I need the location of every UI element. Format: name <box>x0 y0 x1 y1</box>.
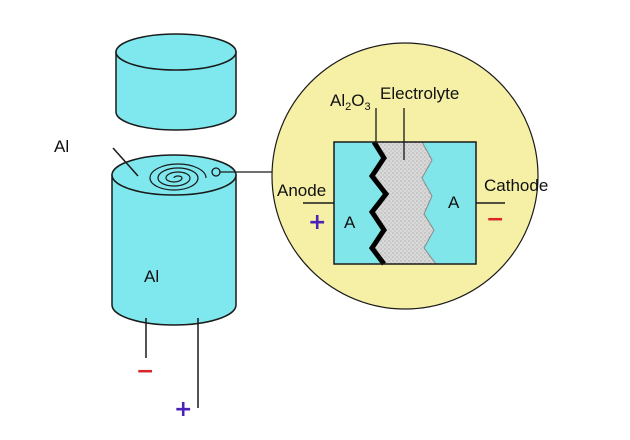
anode-plus-sign: + <box>308 210 326 235</box>
lid <box>115 33 237 131</box>
lead-minus-sign: − <box>136 359 154 384</box>
can-body <box>111 154 237 326</box>
spiral-winding <box>149 163 207 191</box>
cathode-boundary <box>421 141 437 265</box>
cathode-a-label: A <box>448 193 460 212</box>
electrolyte-region <box>372 142 436 264</box>
al-top-label: Al <box>54 137 69 156</box>
al2o3-label: Al2O3 <box>330 91 371 113</box>
anode-a-label: A <box>344 213 356 232</box>
al-body-label: Al <box>144 267 159 286</box>
lead-plus-sign: + <box>174 397 192 422</box>
al-pointer-line <box>112 147 139 177</box>
al2o3-oxide-layer <box>368 140 390 266</box>
anode-label: Anode <box>277 181 326 200</box>
cross-section <box>333 140 477 266</box>
cathode-minus-sign: − <box>486 207 504 232</box>
cathode-label: Cathode <box>484 176 548 195</box>
electrolyte-label: Electrolyte <box>380 84 459 103</box>
